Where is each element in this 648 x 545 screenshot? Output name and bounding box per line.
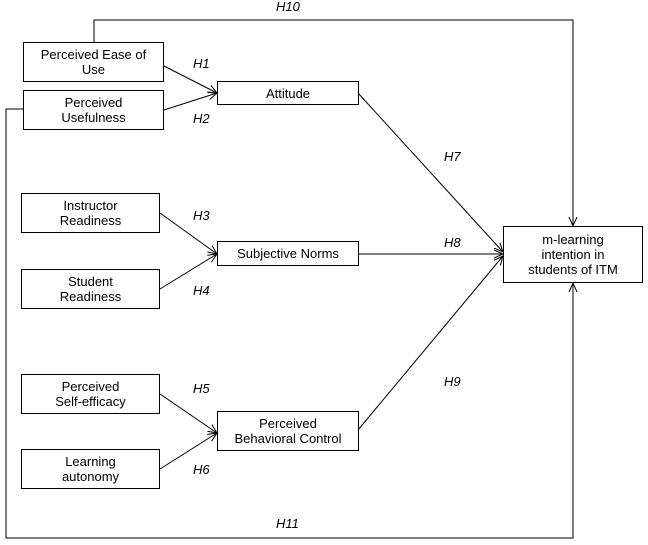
label-h1: H1 — [193, 56, 210, 71]
node-label-line: Self-efficacy — [55, 394, 126, 409]
node-label-line: Usefulness — [61, 110, 126, 125]
edge-h1-arrow — [163, 65, 217, 93]
node-label-line: Student — [68, 274, 113, 289]
node-label-line: autonomy — [61, 469, 120, 484]
label-h8: H8 — [444, 235, 461, 250]
node-label-line: Learning — [65, 454, 116, 469]
label-h6: H6 — [193, 462, 210, 477]
node-label-line: Use — [81, 62, 106, 77]
node-label-line: Perceived — [259, 416, 317, 431]
label-h5: H5 — [193, 381, 210, 396]
node-label-line: intention in — [541, 247, 605, 262]
label-h11: H11 — [276, 516, 299, 531]
edge-h5-arrow — [159, 393, 217, 433]
node-label-line: Perceived — [64, 95, 123, 110]
node-label-line: Readiness — [59, 213, 122, 228]
node-label-line: Readiness — [59, 289, 122, 304]
node-label-line: Perceived Ease of — [40, 47, 147, 62]
edge-h4-arrow — [159, 254, 217, 290]
edge-h7-arrow — [357, 92, 503, 252]
node-label-line: Subjective Norms — [237, 246, 339, 261]
edge-h3-arrow — [159, 212, 217, 254]
label-h4: H4 — [193, 283, 210, 298]
edge-h11-arrow — [5, 108, 573, 539]
node-label-line: Perceived — [61, 379, 120, 394]
label-h3: H3 — [193, 208, 210, 223]
label-h9: H9 — [444, 374, 461, 389]
label-h2: H2 — [193, 111, 210, 126]
node-subjective-norms: Subjective Norms — [217, 241, 359, 266]
edge-h6-arrow — [159, 433, 217, 470]
node-label-line: Attitude — [265, 85, 311, 101]
node-label-line: Instructor — [63, 198, 118, 213]
node-label-line: Behavioral Control — [234, 431, 342, 446]
node-attitude: Attitude — [217, 81, 359, 105]
node-label-line: students of ITM — [528, 262, 618, 277]
edge-h2-arrow — [163, 93, 217, 111]
label-h7: H7 — [444, 149, 461, 164]
edge-h10-arrow — [93, 19, 573, 226]
label-h10: H10 — [276, 0, 300, 14]
edge-h9-arrow — [357, 256, 503, 431]
node-label-line: m-learning — [542, 232, 604, 247]
